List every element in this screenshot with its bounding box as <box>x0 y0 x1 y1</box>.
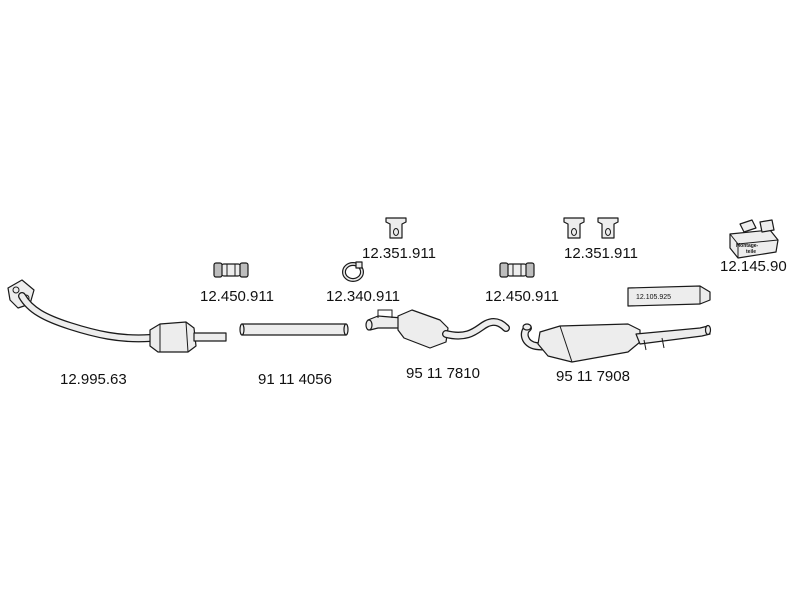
middle-silencer-drawing[interactable] <box>365 309 510 349</box>
intermediate-pipe-drawing[interactable] <box>239 323 349 336</box>
ring-clamp-drawing[interactable] <box>342 261 364 282</box>
clamp-right-drawing[interactable] <box>499 262 535 278</box>
intermediate-pipe-number: 91 11 4056 <box>258 371 332 388</box>
mounting-kit-number: 12.145.90 <box>720 258 787 275</box>
rear-silencer-drawing[interactable] <box>520 323 712 363</box>
rubber-mount-rear-drawing[interactable] <box>563 217 619 239</box>
rubber-mount-middle-drawing[interactable] <box>385 217 407 239</box>
ring-clamp-number: 12.340.911 <box>326 288 400 305</box>
mounting-kit-drawing[interactable]: Montage- teile <box>729 219 779 259</box>
middle-silencer-number: 95 11 7810 <box>406 365 480 382</box>
clamp-right-number: 12.450.911 <box>485 288 559 305</box>
rubber-mount-rear-number: 12.351.911 <box>564 245 638 262</box>
clamp-left-number: 12.450.911 <box>200 288 274 305</box>
mounting-kit-box-label: Montage- teile <box>736 243 760 255</box>
front-pipe-catalyst-number: 12.995.63 <box>60 371 127 388</box>
rubber-mount-middle-number: 12.351.911 <box>362 245 436 262</box>
label-box-number: 12.105.925 <box>636 294 671 301</box>
clamp-left-drawing[interactable] <box>213 262 249 278</box>
rear-silencer-number: 95 11 7908 <box>556 368 630 385</box>
front-pipe-catalyst-drawing[interactable] <box>7 279 227 353</box>
label-box-drawing[interactable]: 12.105.925 <box>627 285 711 307</box>
